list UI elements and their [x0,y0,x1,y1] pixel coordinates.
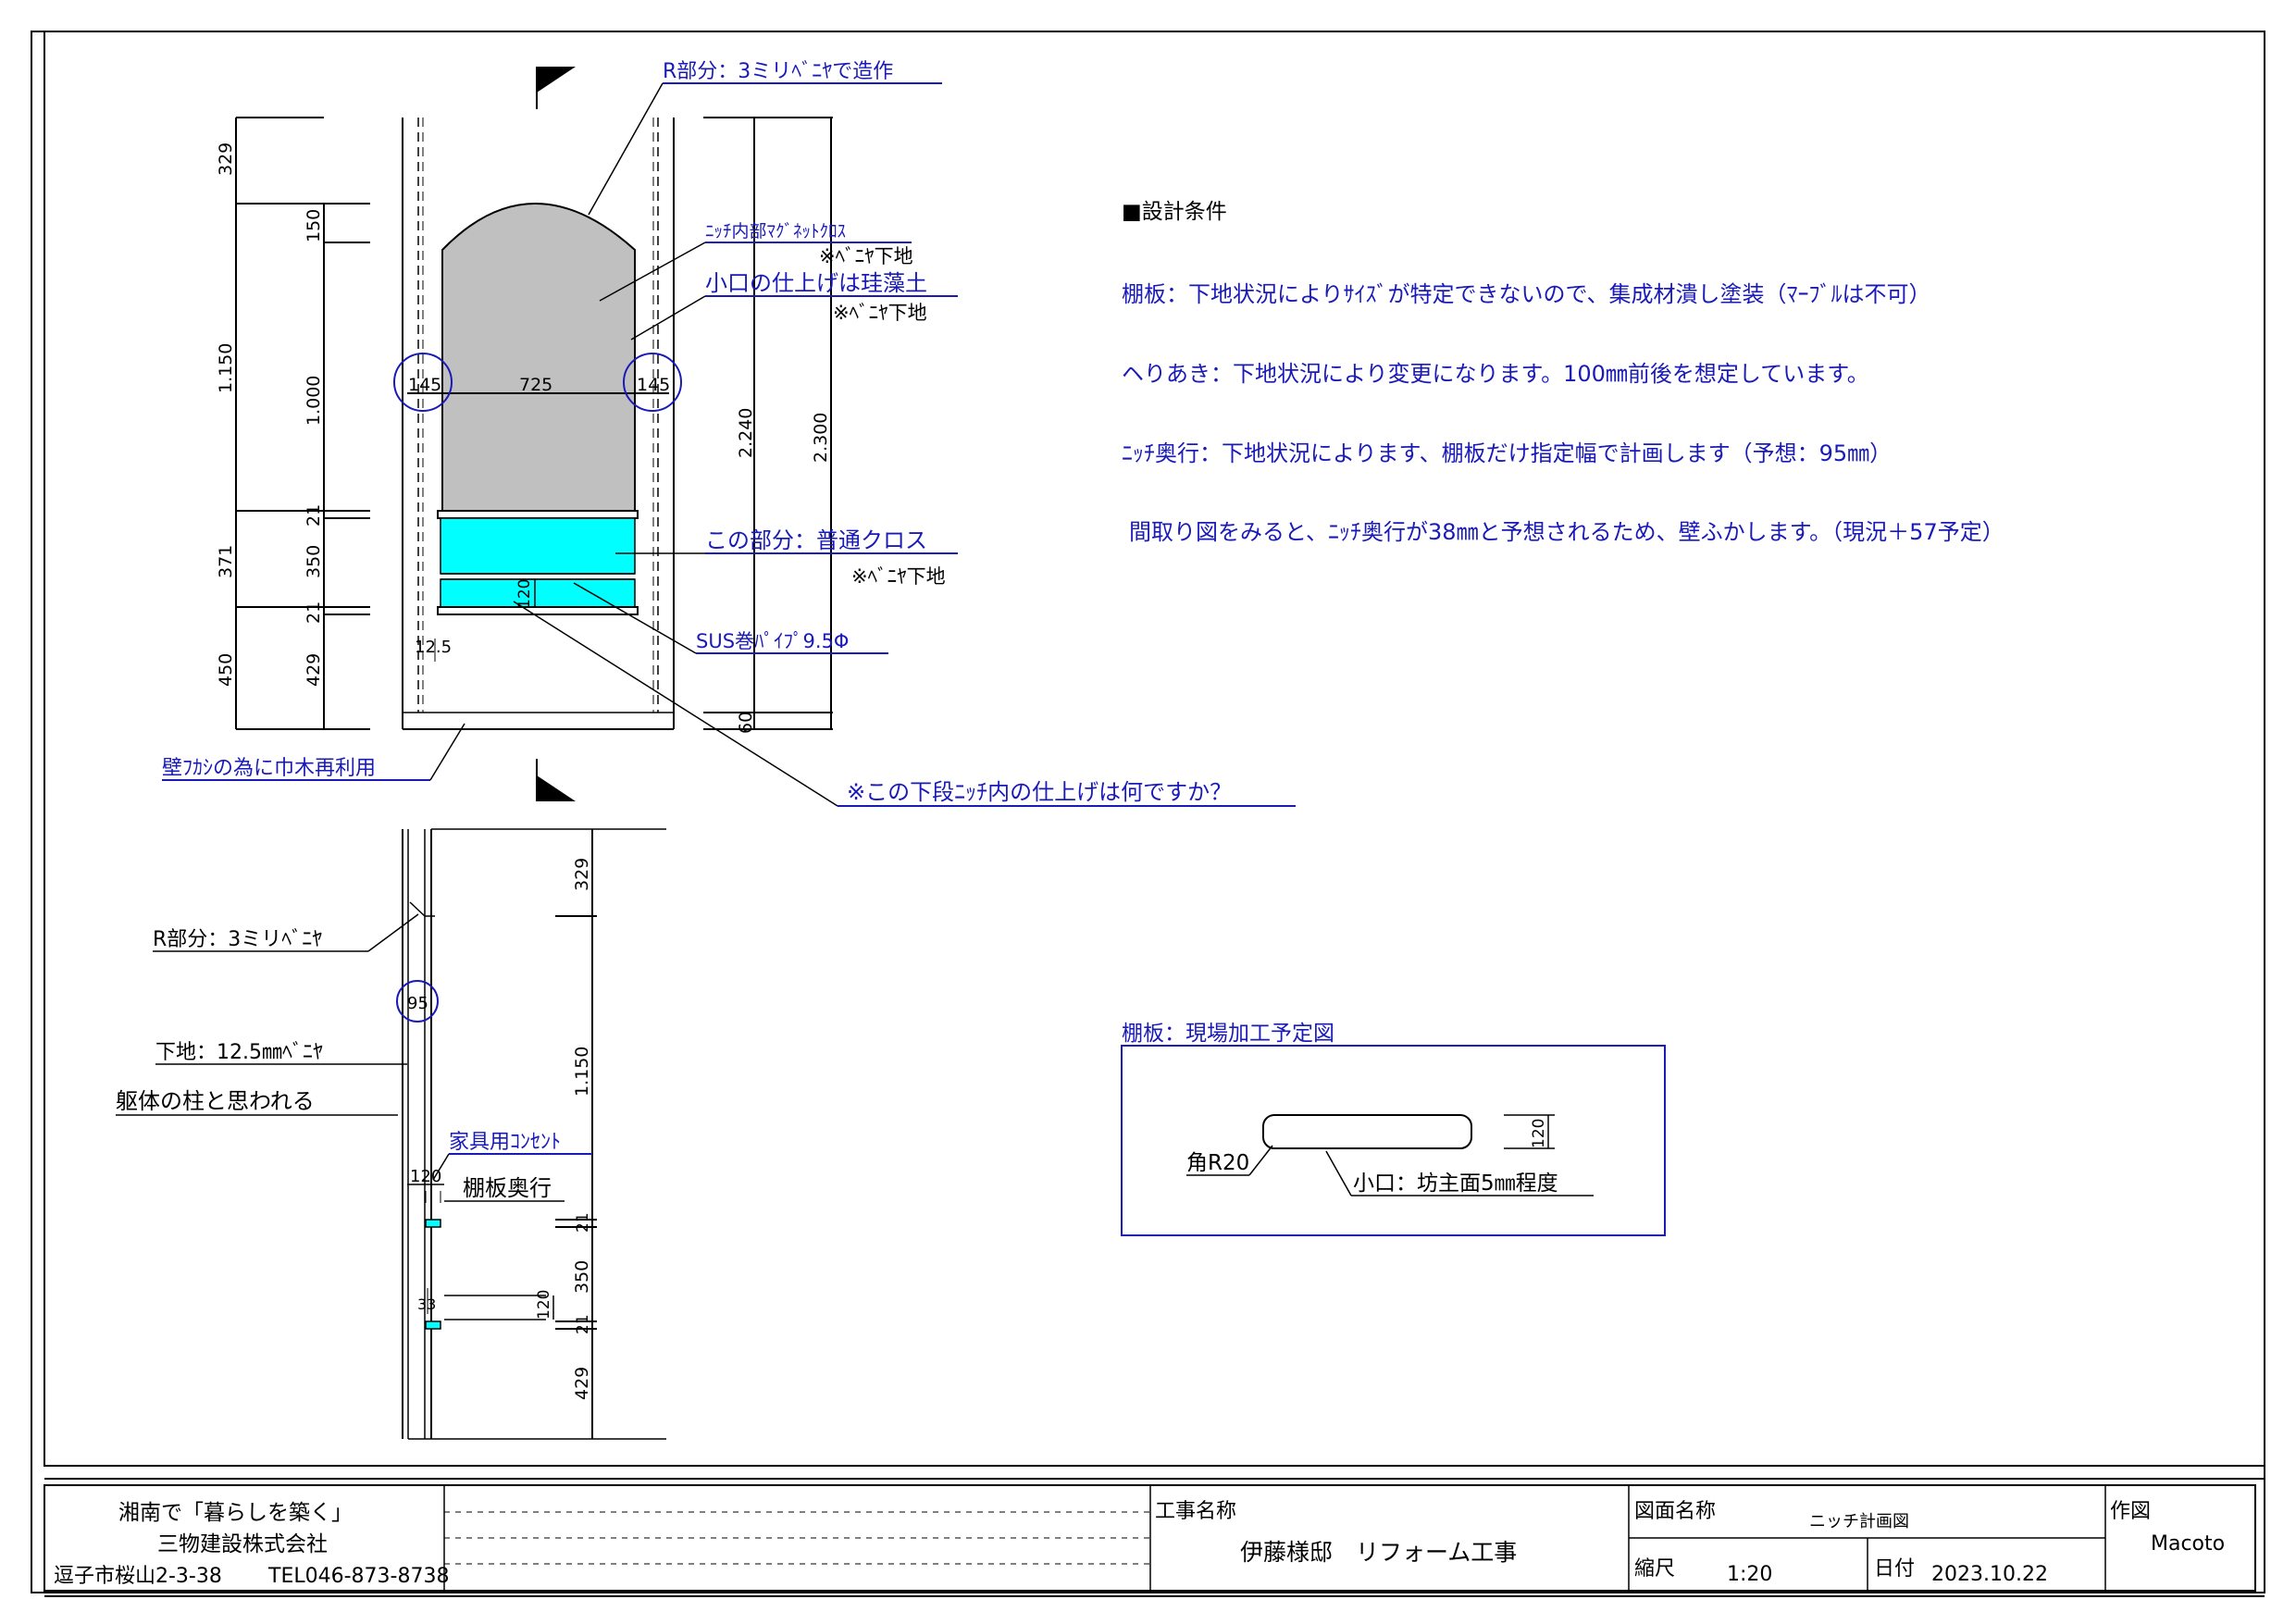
dim-2300: 2.300 [811,413,831,463]
dim-1150: 1.150 [216,343,236,393]
section-lower-shelf [425,1320,441,1330]
condition-line-2: ヘりあき：下地状況により変更になります。100㎜前後を想定しています。 [1122,361,1869,387]
dim-60: 60 [736,712,756,734]
sec-dim-21a: 21 [574,1212,592,1233]
inner-frame [43,31,2265,1467]
drawing-label: 図面名称 [1634,1500,1716,1523]
elevation-view: 145 725 145 329 1.150 371 450 150 1.000 … [216,67,833,801]
sec-dim-21b: 21 [574,1314,592,1334]
section-flag-top [537,67,576,93]
dim-95-circle [396,980,439,1023]
lower-niche-cloth [440,517,636,575]
dim-33: 33 [417,1295,436,1313]
callout-plywood-3: ※ﾍﾞﾆﾔ下地 [851,565,946,588]
dim-2240: 2.240 [736,408,756,458]
project-label: 工事名称 [1155,1500,1236,1523]
author-label: 作図 [2110,1500,2151,1523]
date-value: 2023.10.22 [1931,1563,2048,1586]
shelf-detail-thickness: 120 [1530,1119,1548,1148]
sec-callout-pillar: 躯体の柱と思われる [116,1088,315,1114]
sec-dim-350: 350 [572,1260,592,1294]
shelf-detail: 棚板：現場加工予定図 120 角R20 小口：坊主面5㎜程度 [1121,1022,1666,1236]
callout-baseboard: 壁ﾌｶｼの為に巾木再利用 [162,757,376,780]
sec-callout-shelf-depth: 棚板奥行 [463,1175,552,1201]
shelf-detail-board [1262,1114,1472,1149]
conditions-heading: ■設計条件 [1122,200,1227,224]
company-tagline: 湘南で「暮らしを築く」 [118,1501,353,1525]
dim-95: 95 [407,994,428,1013]
project-name: 伊藤様邸 リフォーム工事 [1240,1539,1517,1566]
dim-329: 329 [216,143,236,176]
dim-450: 450 [216,653,236,687]
dim-145-right-circle [623,353,682,412]
sec-dim-429: 429 [572,1367,592,1400]
dim-125: 12.5 [415,638,452,657]
dim-120a: 120 [410,1167,441,1186]
lower-shelf [437,606,639,615]
callout-plywood-2: ※ﾍﾞﾆﾔ下地 [833,302,927,324]
title-block: 湘南で「暮らしを築く」 三物建設株式会社 逗子市桜山2-3-38 TEL046-… [43,1484,2256,1592]
shelf-detail-corner: 角R20 [1186,1151,1249,1175]
dim-120b: 120 [535,1290,553,1320]
date-label: 日付 [1874,1557,1915,1581]
dim-429: 429 [304,653,324,687]
dim-145-left-circle [393,353,453,412]
sec-dim-329: 329 [572,858,592,891]
callout-question: ※この下段ﾆｯﾁ内の仕上げは何ですか？ [847,779,1232,805]
dim-120: 120 [515,579,534,609]
callout-edge-finish: 小口の仕上げは珪藻土 [705,270,927,296]
design-conditions: ■設計条件 棚板：下地状況によりｻｲｽﾞが特定できないので、集成材潰し塗装（ﾏｰ… [1122,200,2004,545]
author-name: Macoto [2151,1532,2225,1556]
sec-callout-base: 下地：12.5㎜ﾍﾞﾆﾔ [155,1041,323,1064]
dim-21a: 21 [304,504,324,527]
elevation-callouts: R部分：3ミリﾍﾞﾆﾔで造作 ﾆｯﾁ内部ﾏｸﾞﾈｯﾄｸﾛｽ ※ﾍﾞﾆﾔ下地 小口… [162,60,1296,807]
outer-frame [31,31,2265,1593]
upper-shelf [437,510,639,519]
dim-350: 350 [304,545,324,578]
condition-line-3: ﾆｯﾁ奥行：下地状況によります、棚板だけ指定幅で計画します（予想：95㎜） [1122,440,1892,466]
upper-niche-arch [441,203,636,512]
section-callouts: R部分：3ミリﾍﾞﾆﾔ 下地：12.5㎜ﾍﾞﾆﾔ 躯体の柱と思われる 家具用ｺﾝ… [116,913,592,1202]
scale-label: 縮尺 [1634,1557,1675,1581]
shelf-detail-edge: 小口：坊主面5㎜程度 [1353,1172,1558,1196]
company-tel: TEL046-873-8738 [267,1565,449,1588]
sec-callout-r-part: R部分：3ミリﾍﾞﾆﾔ [153,928,322,951]
section-flag-bottom [537,775,576,801]
callout-magnet-cloth: ﾆｯﾁ内部ﾏｸﾞﾈｯﾄｸﾛｽ [705,221,846,242]
sec-dim-1150: 1.150 [572,1047,592,1097]
dim-145-right: 145 [637,375,670,395]
company-name: 三物建設株式会社 [157,1532,328,1556]
company-address: 逗子市桜山2-3-38 [54,1565,222,1588]
sec-callout-outlet: 家具用ｺﾝｾﾝﾄ [449,1131,561,1154]
callout-plywood-1: ※ﾍﾞﾆﾔ下地 [819,245,913,267]
shelf-detail-frame [1121,1045,1666,1236]
condition-line-4: 間取り図をみると、ﾆｯﾁ奥行が38㎜と予想されるため、壁ふかします。（現況＋57… [1129,519,2004,545]
dim-725: 725 [519,375,552,395]
section-view: 95 120 33 120 329 1.150 21 350 21 429 [396,828,666,1440]
dim-150: 150 [304,209,324,242]
shelf-detail-title: 棚板：現場加工予定図 [1122,1022,1334,1046]
section-upper-shelf [425,1219,441,1228]
dim-145-left: 145 [408,375,441,395]
drawing-name: ニッチ計画図 [1809,1512,1909,1531]
dim-21b: 21 [304,601,324,624]
condition-line-1: 棚板：下地状況によりｻｲｽﾞが特定できないので、集成材潰し塗装（ﾏｰﾌﾞﾙは不可… [1122,281,1931,307]
callout-r-part: R部分：3ミリﾍﾞﾆﾔで造作 [663,60,893,83]
callout-normal-cloth: この部分：普通クロス [705,527,927,553]
callout-sus-pipe: SUS巻ﾊﾟｲﾌﾟ9.5Φ [696,630,849,652]
dim-1000: 1.000 [304,376,324,426]
lower-niche-cloth-2 [440,578,636,608]
scale-value: 1:20 [1727,1563,1772,1586]
dim-371: 371 [216,545,236,578]
